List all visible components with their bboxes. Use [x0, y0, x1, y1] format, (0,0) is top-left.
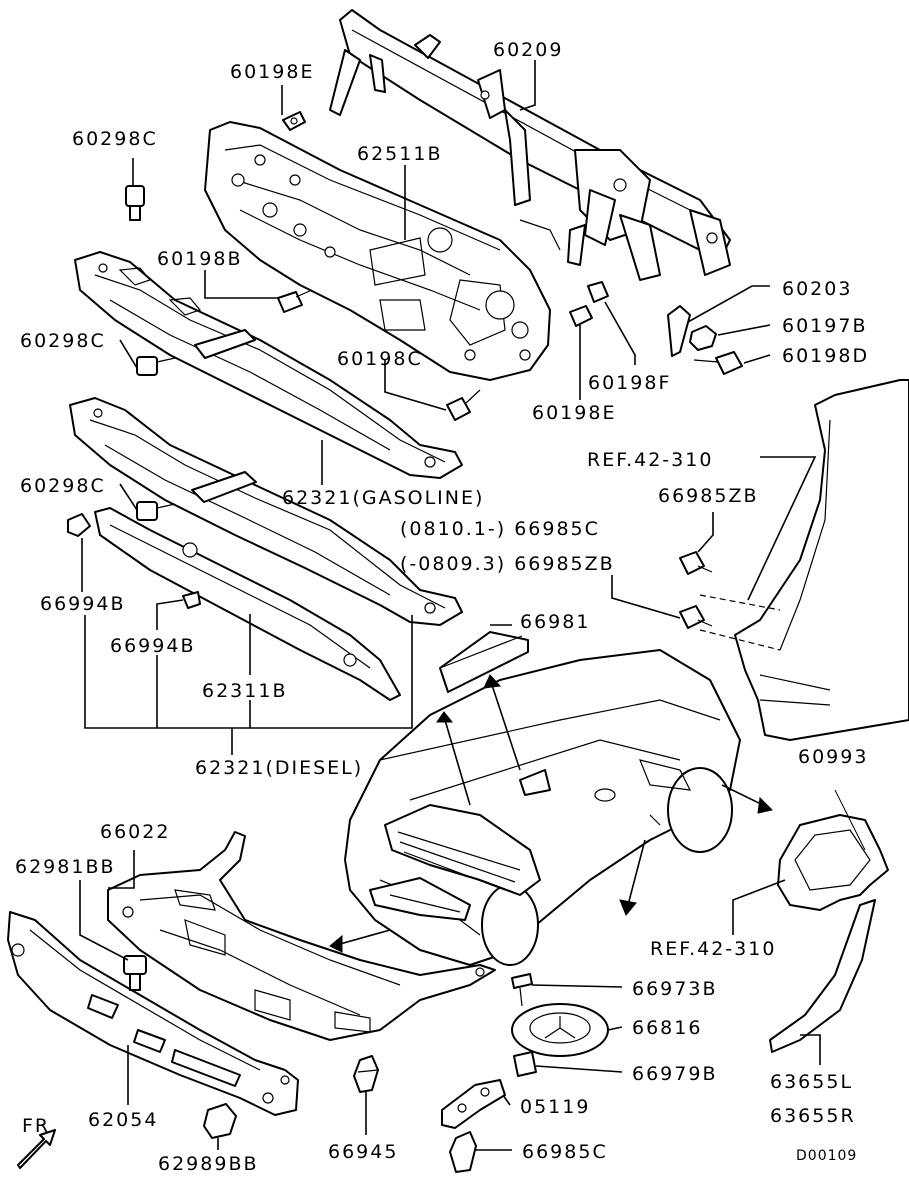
label-60298C-mid: 60298C [20, 330, 106, 352]
label-62321-gasoline: 62321(GASOLINE) [282, 487, 484, 509]
label-62989BB: 62989BB [158, 1153, 259, 1175]
label-60203: 60203 [782, 278, 852, 300]
label-60298C-low: 60298C [20, 475, 106, 497]
label-ref-42-310-top: REF.42-310 [587, 449, 713, 471]
label-60209: 60209 [493, 39, 563, 61]
label-62311B: 62311B [202, 680, 287, 702]
seal-strip-66981 [439, 631, 529, 693]
trim-strip-63655 [769, 899, 876, 1053]
label-66973B: 66973B [632, 978, 717, 1000]
label-62321-diesel: 62321(DIESEL) [195, 757, 363, 779]
label-66022: 66022 [100, 821, 170, 843]
label-05119: 05119 [520, 1096, 590, 1118]
front-direction-arrow [17, 1129, 56, 1169]
label-66979B: 66979B [632, 1063, 717, 1085]
crossmember-diesel [69, 397, 463, 626]
crossmember-gasoline [74, 251, 463, 479]
label-60198B: 60198B [157, 248, 242, 270]
label-60198F: 60198F [588, 372, 671, 394]
assembly-arrows [329, 674, 774, 953]
label-60198C: 60198C [337, 348, 423, 370]
label-66994B-b: 66994B [110, 635, 195, 657]
label-62054: 62054 [88, 1109, 158, 1131]
label-66985C-range: (0810.1-) 66985C [400, 518, 600, 540]
label-66816: 66816 [632, 1017, 702, 1039]
vehicle-body-outline [344, 649, 741, 966]
label-60197B: 60197B [782, 315, 867, 337]
label-66945: 66945 [328, 1141, 398, 1163]
label-60198D: 60198D [782, 345, 869, 367]
label-62511B: 62511B [357, 143, 442, 165]
label-66981: 66981 [520, 611, 590, 633]
label-66994B-a: 66994B [40, 593, 125, 615]
label-60993: 60993 [798, 746, 868, 768]
label-66985C-bottom: 66985C [522, 1141, 608, 1163]
label-66985ZB-range: (-0809.3) 66985ZB [400, 553, 615, 575]
leader-lines [79, 60, 821, 1151]
bumper-lower-62054 [7, 911, 299, 1116]
engine-undercover-66022 [107, 831, 496, 1041]
label-63655L: 63655L [770, 1071, 853, 1093]
fasteners-upper [67, 111, 743, 609]
label-62981BB: 62981BB [15, 856, 116, 878]
drawing-code: D00109 [796, 1148, 857, 1164]
label-63655R: 63655R [770, 1105, 856, 1127]
label-60298C-top: 60298C [72, 128, 158, 150]
lower-panel-62311b [94, 507, 401, 701]
fender-apron [699, 379, 909, 741]
steering-support-member [329, 9, 731, 281]
splash-shield-60993 [777, 789, 889, 911]
dash-panel-62511b [204, 121, 561, 381]
label-fr: FR [22, 1115, 50, 1137]
fender-bolts [679, 551, 713, 629]
label-ref-42-310-low: REF.42-310 [650, 938, 776, 960]
part-labels: 60198E 60209 60298C 62511B 60198B 60203 … [15, 39, 869, 1175]
label-60198E-top: 60198E [230, 61, 314, 83]
label-66985ZB-a: 66985ZB [658, 485, 759, 507]
label-60198E-mid: 60198E [532, 402, 616, 424]
